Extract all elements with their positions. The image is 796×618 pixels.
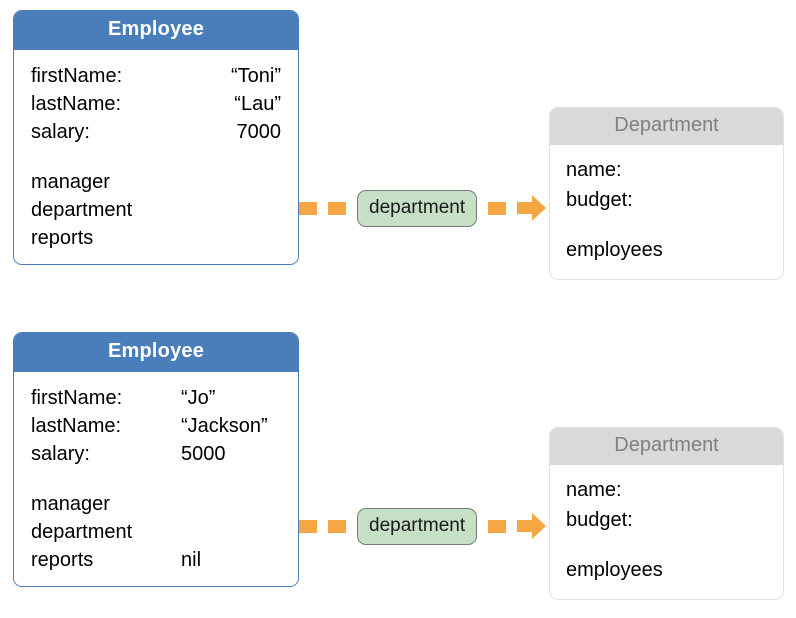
relation-row-department-2: department [31,518,281,546]
relation-connector-2: department [299,507,547,545]
employee-object-box-2[interactable]: Employee firstName: “Jo” lastName: “Jack… [13,332,299,587]
relation-label-pill-2[interactable]: department [357,507,478,545]
department-object-box-1[interactable]: Department name: budget: employees [549,107,784,280]
attribute-row-budget-2: budget: [566,509,633,531]
attribute-row-firstname-2: firstName: “Jo” [31,384,281,412]
relation-value-department-2 [181,518,281,546]
attribute-row-name-1: name: [566,159,622,181]
attribute-value-salary-2: 5000 [181,443,226,465]
department-box-title-1: Department [550,108,783,145]
attribute-label-lastname-2: lastName: [31,415,122,437]
relation-row-employees-2: employees [566,559,663,581]
attribute-label-firstname-2: firstName: [31,387,123,409]
attribute-label-lastname-1: lastName: [31,93,122,115]
relation-row-department-1: department [31,196,281,224]
attribute-row-name-2: name: [566,479,622,501]
arrow-right-icon [517,511,547,541]
department-box-body-2: name: budget: employees [550,465,783,599]
relation-row-reports-1: reports [31,224,281,252]
attribute-value-lastname-1: “Lau” [234,93,281,115]
attribute-label-salary-2: salary: [31,443,90,465]
employee-box-title-2: Employee [14,333,298,372]
attribute-relation-separator-2 [31,468,281,490]
relation-label-department-1: department [31,199,133,221]
relation-label-reports-1: reports [31,227,94,249]
relation-label-reports-2: reports [31,549,94,571]
relation-connector-1: department [299,189,547,227]
relation-label-department-2: department [31,521,133,543]
attribute-relation-separator-1 [31,146,281,168]
relation-label-manager-1: manager [31,171,110,193]
department-box-body-1: name: budget: employees [550,145,783,279]
attribute-row-lastname-2: lastName: “Jackson” [31,412,281,440]
attribute-row-firstname-1: firstName: “Toni” [31,62,281,90]
employee-object-box-1[interactable]: Employee firstName: “Toni” lastName: “La… [13,10,299,265]
attribute-value-lastname-2: “Jackson” [181,415,268,437]
relation-row-manager-2: manager [31,490,281,518]
arrow-right-icon [517,193,547,223]
employee-box-body-2: firstName: “Jo” lastName: “Jackson” sala… [14,372,298,586]
relation-row-reports-2: reports nil [31,546,281,574]
employee-box-body-1: firstName: “Toni” lastName: “Lau” salary… [14,50,298,264]
department-separator-1 [566,215,767,235]
relation-value-reports-1 [181,224,281,252]
department-object-box-2[interactable]: Department name: budget: employees [549,427,784,600]
attribute-label-firstname-1: firstName: [31,65,123,87]
relation-row-manager-1: manager [31,168,281,196]
relation-value-reports-2: nil [181,549,202,571]
connector-dash-icon [488,519,507,533]
department-box-title-2: Department [550,428,783,465]
connector-dash-icon [328,519,346,533]
connector-dash-icon [328,201,346,215]
attribute-label-salary-1: salary: [31,121,90,143]
employee-box-title-1: Employee [14,11,298,50]
attribute-row-salary-1: salary: 7000 [31,118,281,146]
connector-dash-icon [488,201,507,215]
relation-value-manager-2 [181,490,281,518]
attribute-value-firstname-2: “Jo” [181,387,216,409]
attribute-value-salary-1: 7000 [236,121,282,143]
relation-label-manager-2: manager [31,493,110,515]
connector-dash-icon [299,201,317,215]
relation-value-department-1 [181,196,281,224]
attribute-row-budget-1: budget: [566,189,633,211]
attribute-value-firstname-1: “Toni” [230,65,281,87]
attribute-row-salary-2: salary: 5000 [31,440,281,468]
relation-label-pill-1[interactable]: department [357,189,478,227]
department-separator-2 [566,535,767,555]
relation-value-manager-1 [181,168,281,196]
relation-row-employees-1: employees [566,239,663,261]
attribute-row-lastname-1: lastName: “Lau” [31,90,281,118]
connector-dash-icon [299,519,317,533]
